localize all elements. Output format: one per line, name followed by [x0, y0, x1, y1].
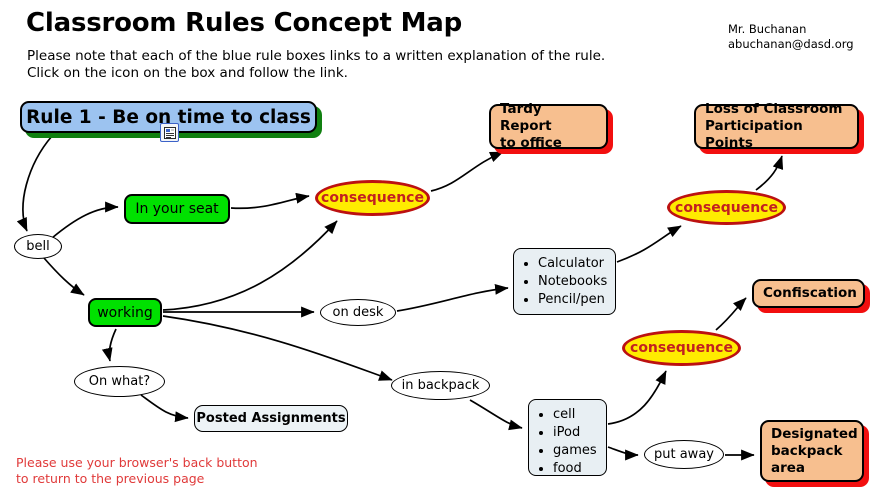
supplies-list: CalculatorNotebooksPencil/pen — [524, 255, 607, 309]
edge-supplies-to-consequence2 — [616, 225, 682, 263]
edge-seat-to-consequence1 — [230, 192, 310, 210]
list-item: games — [553, 442, 598, 460]
designated-backpack-label: Designated backpack area — [771, 425, 858, 476]
node-tardy-report[interactable]: Tardy Report to office — [489, 101, 613, 154]
confiscation-label: Confiscation — [763, 285, 857, 301]
list-item: food — [553, 460, 598, 478]
node-on-what[interactable]: On what? — [74, 366, 165, 397]
distractions-list: celliPodgamesfood — [539, 406, 598, 478]
node-distractions-list[interactable]: celliPodgamesfood — [528, 399, 607, 476]
intro-line-2: Click on the icon on the box and follow … — [27, 65, 348, 81]
list-item: cell — [553, 406, 598, 424]
rule1-label: Rule 1 - Be on time to class — [26, 106, 311, 128]
edge-bell-to-in-your-seat — [51, 201, 119, 239]
edge-working-to-consequence1 — [162, 220, 338, 311]
edge-distractions-to-put-away — [607, 446, 639, 461]
posted-assignments-label: Posted Assignments — [196, 411, 346, 426]
footer-line-2: to return to the previous page — [16, 471, 205, 486]
author-block: Mr. Buchanan abuchanan@dasd.org — [728, 22, 854, 52]
edge-in-backpack-to-distractions — [469, 399, 523, 431]
edge-working-to-on-what — [101, 328, 117, 362]
consequence-1-label: consequence — [321, 190, 424, 206]
node-designated-backpack-area[interactable]: Designated backpack area — [760, 420, 869, 487]
edge-on-desk-to-supplies — [396, 283, 509, 312]
loss-of-points-label: Loss of Classroom Participation Points — [705, 101, 843, 151]
on-what-label: On what? — [88, 374, 151, 389]
edge-rule1-to-bell — [16, 135, 53, 232]
list-item: iPod — [553, 424, 598, 442]
tardy-report-label: Tardy Report to office — [500, 101, 562, 151]
page-title: Classroom Rules Concept Map — [26, 8, 463, 38]
author-name: Mr. Buchanan — [728, 22, 807, 36]
node-consequence-3[interactable]: consequence — [622, 330, 741, 366]
list-item: Pencil/pen — [538, 291, 607, 309]
intro-line-1: Please note that each of the blue rule b… — [27, 48, 606, 64]
edge-consequence2-to-loss-points — [755, 155, 784, 191]
document-link-icon[interactable] — [160, 123, 179, 142]
node-consequence-1[interactable]: consequence — [315, 180, 430, 216]
node-in-backpack[interactable]: in backpack — [391, 371, 490, 400]
node-supplies-list[interactable]: CalculatorNotebooksPencil/pen — [513, 248, 616, 315]
tardy-report-box[interactable]: Tardy Report to office — [489, 101, 608, 151]
designated-backpack-box[interactable]: Designated backpack area — [760, 420, 864, 482]
list-item: Calculator — [538, 255, 607, 273]
node-bell[interactable]: bell — [14, 234, 62, 259]
in-backpack-label: in backpack — [401, 378, 480, 393]
intro-text: Please note that each of the blue rule b… — [27, 48, 605, 82]
footer-line-1: Please use your browser's back button — [16, 455, 258, 470]
node-in-your-seat[interactable]: In your seat — [124, 194, 230, 224]
list-item: Notebooks — [538, 273, 607, 291]
node-posted-assignments[interactable]: Posted Assignments — [194, 405, 348, 432]
node-put-away[interactable]: put away — [644, 440, 724, 469]
author-email: abuchanan@dasd.org — [728, 37, 854, 51]
edge-consequence3-to-confiscation — [715, 297, 747, 331]
back-button-note: Please use your browser's back button to… — [16, 455, 258, 487]
on-desk-label: on desk — [332, 305, 384, 320]
confiscation-box[interactable]: Confiscation — [752, 279, 865, 308]
node-consequence-2[interactable]: consequence — [667, 190, 786, 225]
in-your-seat-label: In your seat — [135, 201, 219, 217]
node-on-desk[interactable]: on desk — [320, 299, 396, 326]
consequence-2-label: consequence — [675, 199, 778, 216]
node-working[interactable]: working — [88, 298, 162, 327]
working-label: working — [97, 304, 153, 321]
node-loss-of-points[interactable]: Loss of Classroom Participation Points — [694, 101, 864, 154]
bell-label: bell — [26, 239, 50, 254]
edge-distractions-to-consequence3 — [607, 370, 667, 425]
edge-consequence1-to-tardy — [430, 151, 504, 192]
node-confiscation[interactable]: Confiscation — [752, 279, 870, 313]
loss-of-points-box[interactable]: Loss of Classroom Participation Points — [694, 101, 859, 151]
edge-on-what-to-posted — [140, 394, 189, 423]
put-away-label: put away — [654, 447, 714, 462]
edge-bell-to-working — [43, 257, 85, 296]
consequence-3-label: consequence — [630, 340, 733, 356]
